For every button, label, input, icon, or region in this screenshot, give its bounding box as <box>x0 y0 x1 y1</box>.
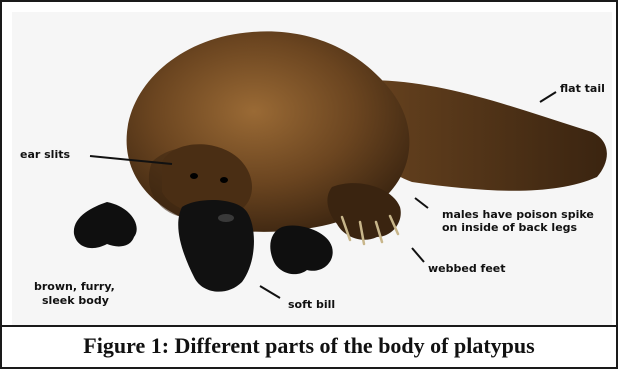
label-webbed-feet: webbed feet <box>428 262 506 275</box>
pointer-webbed-feet <box>412 248 424 262</box>
label-poison-spike-1: males have poison spike <box>442 208 594 221</box>
front-right-foot <box>270 226 332 275</box>
label-body-1: brown, furry, <box>34 280 115 293</box>
front-left-foot <box>74 202 137 248</box>
caption-divider <box>2 325 616 327</box>
platypus-drawing <box>12 12 612 325</box>
platypus-bill <box>178 200 254 292</box>
platypus-illustration: ear slits flat tail males have poison sp… <box>12 12 612 325</box>
pointer-poison-spike <box>415 198 428 208</box>
label-body-2: sleek body <box>42 294 109 307</box>
label-ear-slits: ear slits <box>20 148 70 161</box>
label-flat-tail: flat tail <box>560 82 605 95</box>
figure-caption: Figure 1: Different parts of the body of… <box>2 332 616 360</box>
pointer-flat-tail <box>540 92 556 102</box>
eye-left <box>190 173 198 179</box>
label-poison-spike-2: on inside of back legs <box>442 221 577 234</box>
label-soft-bill: soft bill <box>288 298 335 311</box>
eye-right <box>220 177 228 183</box>
pointer-soft-bill <box>260 286 280 298</box>
